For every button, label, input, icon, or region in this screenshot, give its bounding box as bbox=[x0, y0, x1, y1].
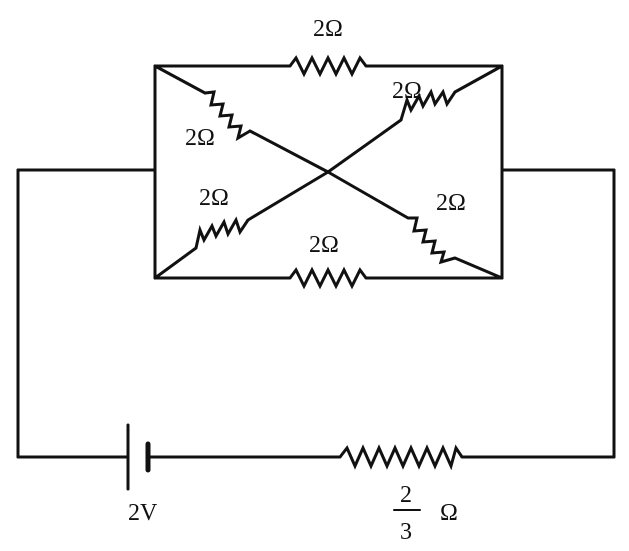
bridge-frame bbox=[153, 64, 504, 280]
diag-br-wire-a bbox=[326, 170, 410, 220]
lower-right-resistor-label: 2Ω bbox=[436, 190, 466, 216]
diag-br-wire-b bbox=[453, 256, 504, 280]
upper-right-resistor-label: 2Ω bbox=[392, 78, 422, 104]
diag-tl-wire-b bbox=[248, 129, 330, 174]
diag-bl-wire-b bbox=[153, 246, 198, 280]
upper-left-resistor bbox=[204, 90, 251, 142]
bottom-resistor bbox=[288, 266, 368, 290]
battery-label: 2V bbox=[128, 500, 158, 526]
outer-loop bbox=[16, 168, 616, 459]
fraction-denominator: 3 bbox=[400, 519, 412, 545]
fraction-numerator: 2 bbox=[400, 482, 412, 508]
diag-tl-wire-a bbox=[153, 64, 207, 95]
diag-bl-wire-a bbox=[246, 170, 330, 222]
fraction-unit: Ω bbox=[440, 500, 458, 526]
upper-left-resistor-label: 2Ω bbox=[185, 125, 215, 151]
diagonals bbox=[153, 64, 504, 280]
top-resistor-label: 2Ω bbox=[313, 16, 343, 42]
diag-tr-wire-a bbox=[453, 64, 504, 94]
diag-tr-wire-b bbox=[326, 118, 403, 174]
upper-right-resistor bbox=[399, 88, 457, 121]
lower-left-resistor-label: 2Ω bbox=[199, 185, 229, 211]
lower-left-resistor bbox=[194, 216, 250, 249]
series-resistor-label: 2 3 Ω bbox=[393, 482, 458, 545]
lower-right-resistor bbox=[408, 216, 456, 265]
top-resistor bbox=[288, 54, 368, 78]
bottom-resistor-label: 2Ω bbox=[309, 232, 339, 258]
battery bbox=[126, 423, 151, 491]
series-resistor bbox=[338, 444, 464, 471]
